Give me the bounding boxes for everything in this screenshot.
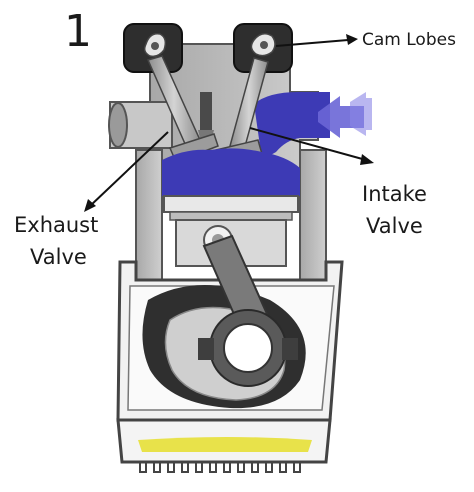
cam-lobes-label: Cam Lobes xyxy=(362,30,456,50)
intake-cam-lobe xyxy=(250,33,276,57)
exhaust-valve-label-line2: Valve xyxy=(30,245,87,269)
intake-port xyxy=(254,92,330,160)
exhaust-valve-pointer xyxy=(84,131,169,212)
cam-lobes-pointer xyxy=(275,34,358,47)
exhaust-port xyxy=(108,101,173,149)
step-number: 1 xyxy=(64,6,92,57)
exhaust-cam-lobe xyxy=(143,32,167,58)
intake-valve-pointer xyxy=(249,127,374,165)
intake-valve-label-line1: Intake xyxy=(362,182,427,206)
oil-sump xyxy=(116,418,332,473)
exhaust-valve-label-line1: Exhaust xyxy=(14,213,99,237)
intake-valve-label-line2: Valve xyxy=(366,214,423,238)
intake-flow-arrow xyxy=(318,92,372,138)
oil-pan-fins xyxy=(139,462,301,473)
combustion-chamber xyxy=(162,148,300,196)
crank-pin xyxy=(198,309,298,387)
cylinder-walls xyxy=(135,149,327,281)
